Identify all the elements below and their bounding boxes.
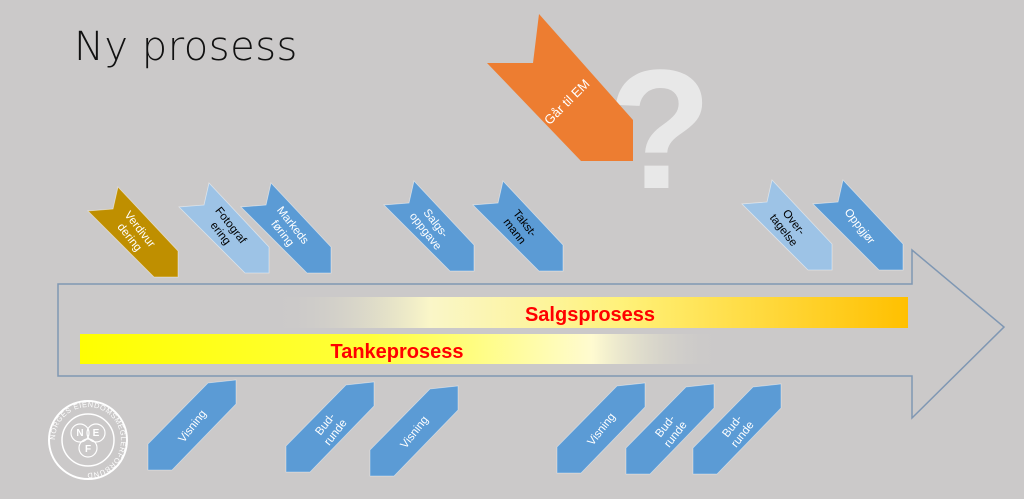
timeline-arrow (57, 248, 1006, 420)
salgsprosess-bar (270, 297, 908, 328)
logo-letter-f: F (85, 444, 91, 455)
orange-tag-gar-til-em: Går til EM (487, 14, 633, 161)
tankeprosess-label: Tankeprosess (330, 341, 463, 363)
step-budrunde-2-shape (625, 383, 715, 475)
step-visning-2-shape (369, 385, 459, 477)
step-budrunde-1: Bud-runde (285, 381, 375, 473)
step-oppgjor-shape (812, 179, 904, 271)
step-fotografering-shape (178, 182, 270, 274)
step-markedsforing: Markedsføring (240, 182, 332, 274)
slide-title: Ny prosess (74, 24, 298, 70)
logo-letter-e: E (93, 428, 100, 439)
step-salgsoppgave-shape (383, 180, 475, 272)
salgsprosess-label: Salgsprosess (525, 304, 655, 326)
step-budrunde-1-shape (285, 381, 375, 473)
nef-logo: NORGES EIENDOMSMEGLERFORBUND N E F (48, 400, 128, 480)
step-takstmann-shape (472, 180, 564, 272)
step-takstmann: Takst-mann (472, 180, 564, 272)
step-overtagelse-shape (741, 179, 833, 271)
step-budrunde-3-shape (692, 383, 782, 475)
step-visning-3: Visning (556, 382, 646, 474)
step-oppgjor: Oppgjør (812, 179, 904, 271)
tankeprosess-bar (80, 334, 720, 364)
step-markedsforing-shape (240, 182, 332, 274)
step-overtagelse: Over-tagelse (741, 179, 833, 271)
step-visning-1: Visning (147, 379, 237, 471)
step-visning-1-shape (147, 379, 237, 471)
step-fotografering: Fotografering (178, 182, 270, 274)
step-visning-3-shape (556, 382, 646, 474)
step-verdivurdering: Verdivurdering (87, 186, 179, 278)
logo-letter-n: N (76, 428, 83, 439)
step-verdivurdering-shape (87, 186, 179, 278)
step-salgsoppgave: Salgs-oppgave (383, 180, 475, 272)
step-visning-2: Visning (369, 385, 459, 477)
